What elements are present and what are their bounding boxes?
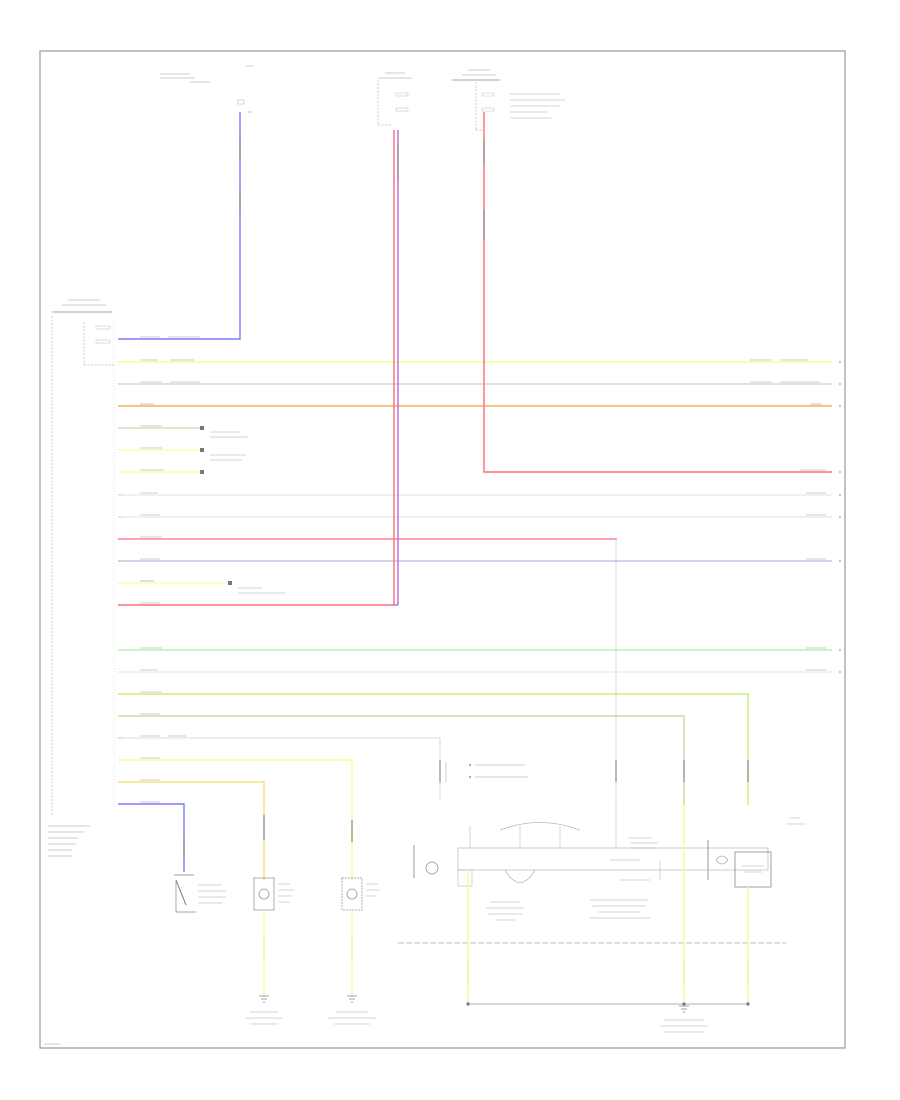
legend-note (468, 763, 528, 779)
ground-left (246, 995, 282, 1025)
wire-yellow-switch-1 (118, 781, 265, 880)
lamp-left (253, 877, 294, 995)
headlamp-assembly (413, 822, 769, 887)
stub-labels (210, 431, 285, 594)
wire-red-mid (118, 538, 617, 540)
lamp-right-box (734, 851, 772, 888)
wire-red-top (483, 112, 832, 473)
wire-blue-top (118, 112, 241, 340)
wire-blue-bottom (118, 803, 185, 872)
lamp-middle (341, 877, 380, 995)
control-module (48, 299, 115, 857)
stub-connectors (200, 426, 232, 585)
diagram-frame (39, 50, 846, 1049)
top-connector-left (160, 65, 254, 113)
wire-lime (118, 693, 749, 805)
switch-left (174, 874, 226, 913)
ground-bus-right (466, 800, 750, 1033)
wire-yellow-switch-2 (118, 759, 353, 880)
module-pin-labels (118, 338, 124, 805)
vertical-wire-codes (183, 135, 749, 985)
top-connector-middle (377, 72, 412, 126)
wire-code-labels (140, 336, 826, 803)
component-labels-bottom (439, 762, 806, 921)
top-connector-right (452, 69, 565, 131)
right-edge-markers (839, 361, 841, 673)
ground-middle (328, 995, 376, 1025)
